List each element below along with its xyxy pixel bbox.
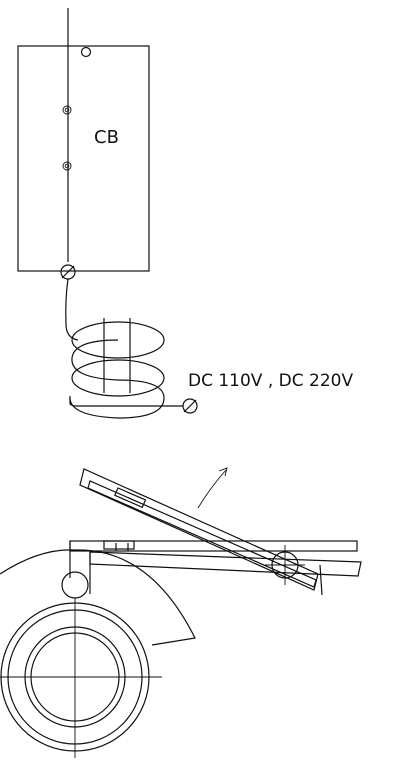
coil-input-wire [65,278,79,341]
voltage-label: DC 110V , DC 220V [188,371,353,391]
coil-output-wire [69,398,183,407]
indicator-hole [80,46,92,58]
main-shaft-wheel [0,598,162,758]
breaker-terminal [60,264,76,280]
trip-coil [69,318,165,419]
armature-lever [79,468,323,596]
circuit-breaker-box [17,45,150,272]
coil-terminal [182,398,198,414]
contact-lower [62,161,72,171]
breaker-label: CB [94,127,119,148]
sector-cam [0,549,196,646]
rotation-arrow [197,467,228,509]
latch-roller [61,571,89,599]
contact-upper [62,105,72,115]
lever-pivot [265,545,305,585]
